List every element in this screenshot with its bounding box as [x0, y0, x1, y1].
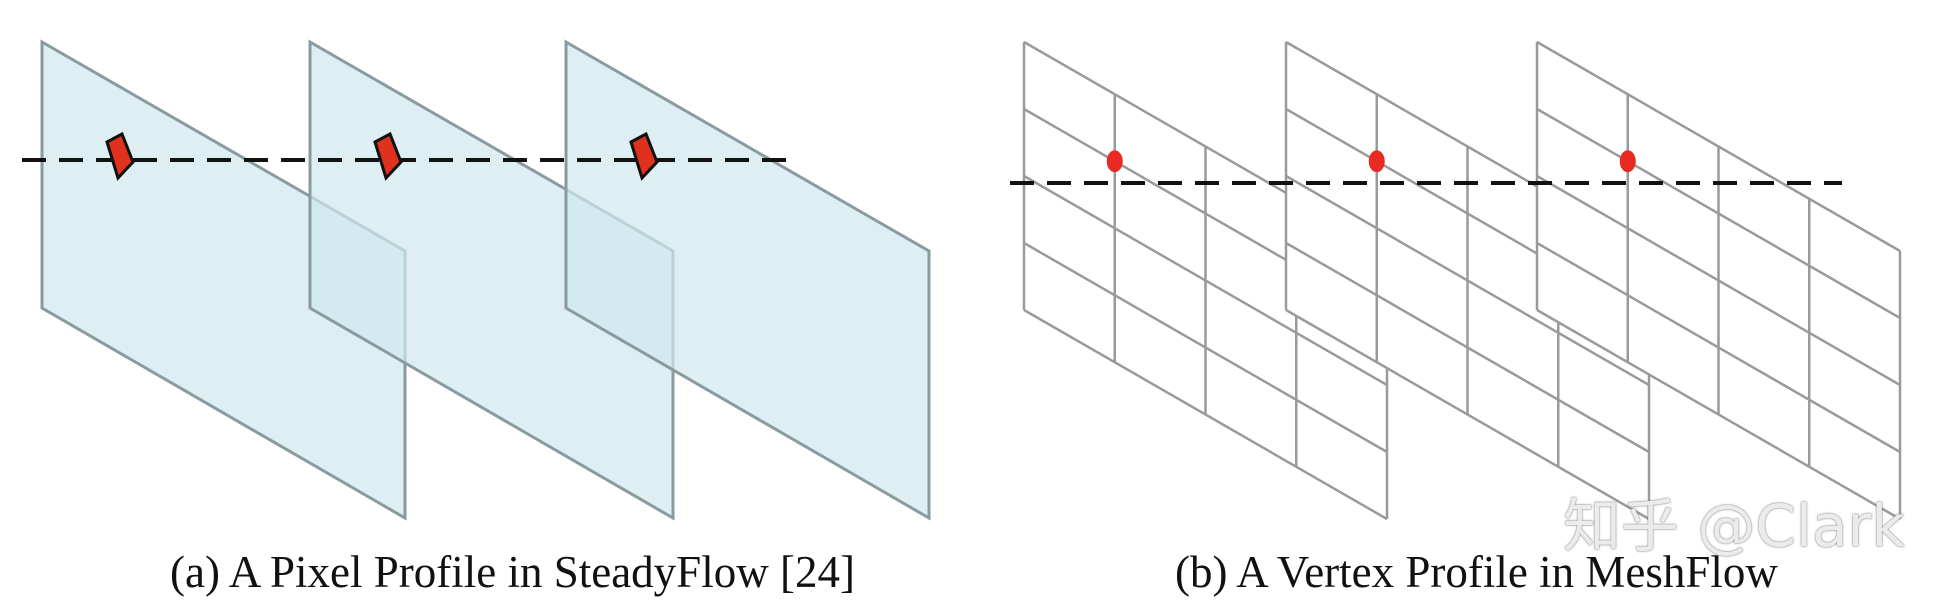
pixel-marker-1 — [105, 131, 135, 181]
watermark-text: 知乎 @Clark — [1563, 492, 1906, 560]
panel-a-pixel-profile — [22, 39, 931, 521]
mesh-grid-row-line — [1285, 174, 1650, 387]
vertex-marker-2 — [1368, 150, 1385, 173]
caption-panel-a: (a) A Pixel Profile in SteadyFlow [24] — [170, 547, 855, 597]
panel-b-vertex-profile — [1010, 40, 1902, 521]
mesh-grid-row-line — [1023, 241, 1388, 454]
vertex-marker-1 — [1106, 150, 1123, 173]
vertex-marker-3 — [1619, 150, 1636, 173]
pixel-marker-2 — [373, 131, 403, 181]
mesh-grid-row-line — [1536, 40, 1901, 253]
mesh-grid-row-line — [1536, 308, 1901, 521]
mesh-grid-row-line — [1023, 308, 1388, 521]
mesh-grid-row-line — [1285, 241, 1650, 454]
mesh-grid-row-line — [1536, 174, 1901, 387]
pixel-marker-3 — [629, 131, 659, 181]
mesh-grid-row-line — [1536, 241, 1901, 454]
caption-panel-b: (b) A Vertex Profile in MeshFlow — [1175, 547, 1778, 597]
mesh-grid-row-line — [1023, 174, 1388, 387]
mesh-grid-row-line — [1536, 107, 1901, 320]
mesh-grid-row-line — [1285, 308, 1650, 521]
